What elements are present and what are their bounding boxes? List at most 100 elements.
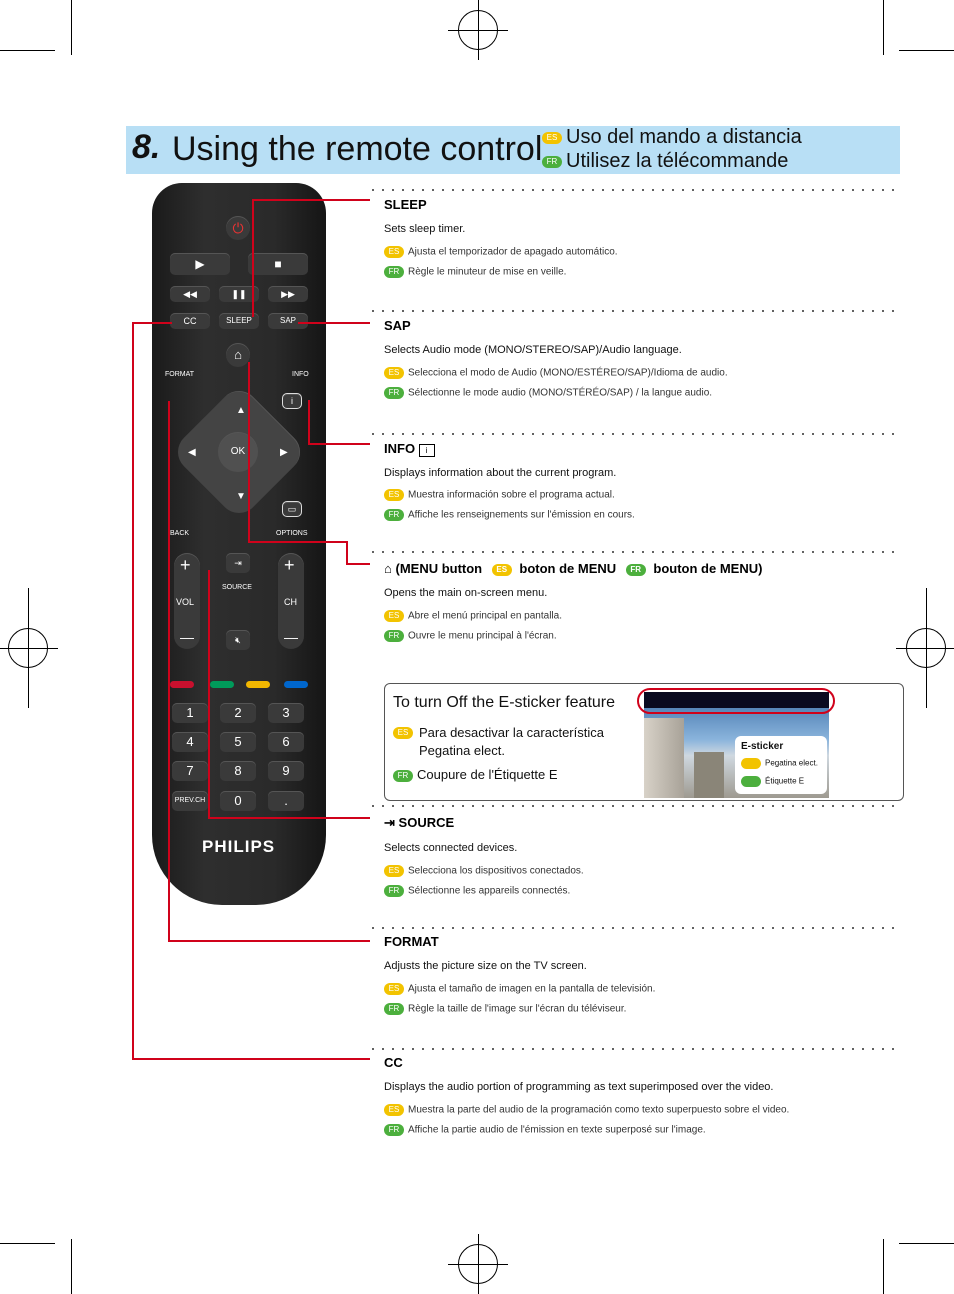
fr-badge: FR	[384, 1003, 404, 1015]
info-label: INFO	[292, 371, 309, 378]
es-badge: ES	[384, 865, 404, 877]
forward-icon: ▶▶	[268, 286, 308, 302]
divider	[368, 189, 900, 191]
info-desc: Displays information about the current p…	[384, 467, 617, 479]
divider	[368, 433, 900, 435]
digit-key: 3	[268, 703, 304, 723]
fr-title: Utilisez la télécommande	[566, 150, 789, 172]
source-icon: ⇥	[226, 553, 250, 573]
blue-key	[284, 681, 308, 688]
sleep-es: Ajusta el temporizador de apagado automá…	[408, 246, 618, 258]
channel-rocker	[278, 553, 304, 649]
back-label: BACK	[170, 530, 190, 537]
menu-desc: Opens the main on-screen menu.	[384, 587, 548, 599]
fr-badge: FR	[384, 266, 404, 278]
fr-badge: FR	[625, 563, 646, 576]
info-fr: Affiche les renseignements sur l'émissio…	[408, 509, 635, 521]
es-badge: ES	[384, 489, 404, 501]
home-icon: ⌂	[384, 561, 392, 576]
digit-key: .	[268, 791, 304, 811]
source-title: SOURCE	[398, 815, 455, 830]
es-dot	[741, 758, 761, 769]
source-es: Selecciona los dispositivos conectados.	[408, 865, 584, 877]
es-badge: ES	[384, 983, 404, 995]
digit-key: 2	[220, 703, 256, 723]
fr-badge: FR	[393, 769, 413, 782]
digit-key: 0	[220, 791, 256, 811]
mute-icon: 🔇︎	[226, 630, 250, 650]
esticker-fr: Coupure de l'Étiquette E	[417, 767, 558, 782]
prev-ch-button: PREV.CH	[172, 791, 208, 811]
info-icon: i	[418, 444, 435, 457]
divider	[368, 805, 900, 807]
format-es: Ajusta el tamaño de imagen en la pantall…	[408, 983, 656, 995]
minus-icon: —	[284, 629, 298, 645]
divider	[368, 310, 900, 312]
cc-desc: Displays the audio portion of programmin…	[384, 1081, 774, 1093]
plus-icon: +	[180, 555, 191, 575]
fr-badge: FR	[384, 387, 404, 399]
divider	[368, 927, 900, 929]
volume-rocker	[174, 553, 200, 649]
sap-desc: Selects Audio mode (MONO/STEREO/SAP)/Aud…	[384, 344, 682, 356]
plus-icon: +	[284, 555, 295, 575]
minus-icon: —	[180, 629, 194, 645]
divider	[368, 1048, 900, 1050]
es-badge: ES	[384, 246, 404, 258]
fr-badge: FR	[384, 630, 404, 642]
es-badge: ES	[384, 367, 404, 379]
sleep-button: SLEEP	[219, 313, 259, 329]
cc-es: Muestra la parte del audio de la program…	[408, 1104, 790, 1116]
esticker-panel: To turn Off the E-sticker feature ES Par…	[384, 683, 904, 801]
vol-label: VOL	[176, 597, 195, 607]
cc-button: CC	[170, 313, 210, 329]
cc-title: CC	[384, 1055, 403, 1070]
format-fr: Règle la taille de l'image sur l'écran d…	[408, 1003, 627, 1015]
fr-dot	[741, 776, 761, 787]
red-key	[170, 681, 194, 688]
format-desc: Adjusts the picture size on the TV scree…	[384, 960, 587, 972]
menu-fr: Ouvre le menu principal à l'écran.	[408, 630, 557, 642]
brand-logo: PHILIPS	[202, 837, 276, 856]
rewind-icon: ◀◀	[170, 286, 210, 302]
es-badge: ES	[384, 1104, 404, 1116]
ch-label: CH	[284, 597, 297, 607]
digit-key: 5	[220, 732, 256, 752]
info-title: INFO	[384, 441, 416, 456]
digit-key: 1	[172, 703, 208, 723]
sap-fr: Sélectionne le mode audio (MONO/STÉRÉO/S…	[408, 387, 713, 399]
digit-key: 8	[220, 761, 256, 781]
menu-title-fr: bouton de MENU)	[653, 561, 763, 576]
source-fr: Sélectionne les appareils connectés.	[408, 885, 571, 897]
menu-es: Abre el menú principal en pantalla.	[408, 610, 562, 622]
es-title: Uso del mando a distancia	[566, 126, 802, 148]
play-icon: ▶	[170, 253, 230, 275]
menu-title: (MENU button	[395, 561, 483, 576]
fr-badge: FR	[384, 509, 404, 521]
esticker-label: E-sticker	[741, 741, 784, 752]
sleep-title: SLEEP	[384, 197, 427, 212]
es-badge: ES	[384, 610, 404, 622]
up-arrow-icon: ▲	[236, 405, 246, 416]
es-badge: ES	[542, 131, 562, 144]
info-es: Muestra información sobre el programa ac…	[408, 489, 615, 501]
ok-button: OK	[218, 432, 258, 472]
esticker-es: Para desactivar la característica Pegati…	[419, 725, 604, 758]
digit-key: 7	[172, 761, 208, 781]
options-icon: ▭	[282, 501, 302, 517]
sap-title: SAP	[384, 318, 411, 333]
fr-badge: FR	[542, 155, 562, 168]
yellow-key	[246, 681, 270, 688]
format-label: FORMAT	[165, 371, 195, 378]
es-badge: ES	[393, 727, 413, 739]
right-arrow-icon: ▶	[280, 447, 288, 458]
fr-badge: FR	[384, 1124, 404, 1136]
options-label: OPTIONS	[276, 530, 308, 537]
esticker-callout: E-sticker Pegatina elect. Étiquette E	[735, 736, 827, 794]
fr-badge: FR	[384, 885, 404, 897]
sap-button: SAP	[268, 313, 308, 329]
info-icon: i	[282, 393, 302, 409]
esticker-title: To turn Off the E-sticker feature	[393, 694, 616, 711]
section-number: 8.	[132, 128, 161, 166]
